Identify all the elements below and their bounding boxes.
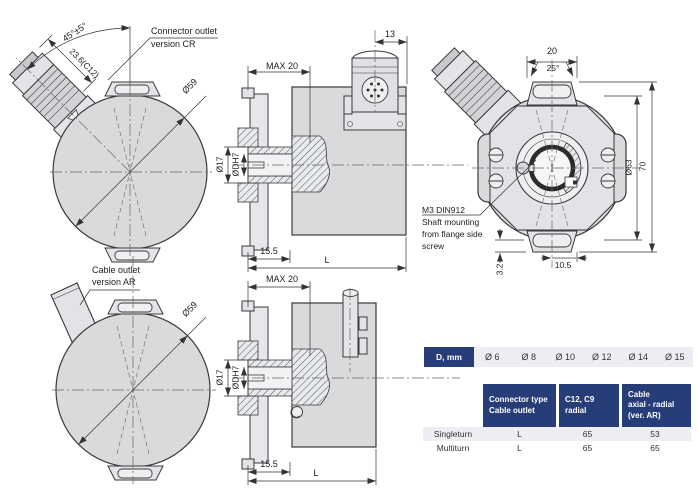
dim-angle-25: 25° [546, 63, 560, 73]
callout-cable-ar-line1: Cable outlet [92, 265, 141, 275]
note-m3-line2: Shaft mounting [422, 217, 480, 227]
row-label: Multiturn [436, 443, 470, 453]
view-front-connector-cr [9, 24, 218, 264]
dim-10-5: 10.5 [554, 260, 572, 270]
callout-connector-cr-line1: Connector outlet [151, 26, 218, 36]
dim-20: 20 [546, 46, 557, 56]
dim-70: 70 [637, 161, 648, 172]
size-value: Ø 10 [555, 352, 575, 362]
cell-cable: 65 [650, 443, 660, 453]
dim-dia17-top: Ø17 [214, 156, 225, 173]
dim-diaDH7-top: ØDH7 [230, 152, 241, 177]
size-value: Ø 14 [628, 352, 648, 362]
dim-diaDH7-bottom: ØDH7 [230, 365, 241, 390]
spec-col-connector: Connector type Cable outlet [483, 384, 556, 427]
note-m3-line1: M3 DIN912 [422, 205, 465, 215]
cell-connector: L [517, 443, 522, 453]
note-m3-line4: screw [422, 241, 445, 251]
dim-15-5-bottom: 15.5 [260, 459, 278, 469]
view-side-connector [224, 30, 468, 272]
size-value: Ø 8 [521, 352, 536, 362]
spec-row-singleturn: Singleturn L 65 53 [423, 427, 691, 441]
spec-row-multiturn: Multiturn L 65 65 [423, 441, 691, 455]
note-m3-line3: from flange side [422, 229, 483, 239]
dim-dia17-bottom: Ø17 [214, 369, 225, 386]
dim-3-2: 3.2 [494, 263, 505, 276]
size-value: Ø 12 [591, 352, 612, 362]
dim-max20-top: MAX 20 [265, 61, 298, 71]
cell-c12: 65 [582, 443, 593, 453]
callout-cable-ar-line2: version AR [92, 277, 136, 287]
dim-13: 13 [384, 29, 395, 39]
cell-connector: L [517, 429, 522, 439]
cell-cable: 53 [650, 429, 660, 439]
spec-col-cable-axial: Cable axial - radial (ver. AR) [622, 384, 691, 427]
view-front-cable-ar [50, 256, 216, 484]
dim-15-5-top: 15.5 [260, 246, 278, 256]
dim-dia63: Ø63 [623, 159, 634, 176]
length-spec-table: Connector type Cable outlet C12, C9 radi… [423, 384, 691, 455]
view-side-cable [224, 281, 460, 485]
spec-col-c12-radial: C12, C9 radial [559, 384, 619, 427]
spec-table-header-row: Connector type Cable outlet C12, C9 radi… [423, 384, 691, 427]
shaft-size-table: D, mm Ø 6 Ø 8 Ø 10 Ø 12 Ø 14 Ø 15 [424, 347, 693, 367]
size-table-header: D, mm [424, 347, 474, 367]
cell-c12: 65 [582, 429, 593, 439]
size-table-values: Ø 6 Ø 8 Ø 10 Ø 12 Ø 14 Ø 15 [474, 347, 693, 367]
dim-max20-bottom: MAX 20 [265, 274, 298, 284]
dim-L-bottom: L [313, 468, 319, 478]
spec-table-spacer [423, 384, 480, 427]
row-label: Singleturn [433, 429, 473, 439]
view-rear-flange [422, 47, 657, 268]
callout-connector-cr-line2: version CR [151, 39, 196, 49]
size-value: Ø 6 [484, 352, 500, 362]
size-value: Ø 15 [664, 352, 685, 362]
dim-L-top: L [324, 255, 330, 265]
